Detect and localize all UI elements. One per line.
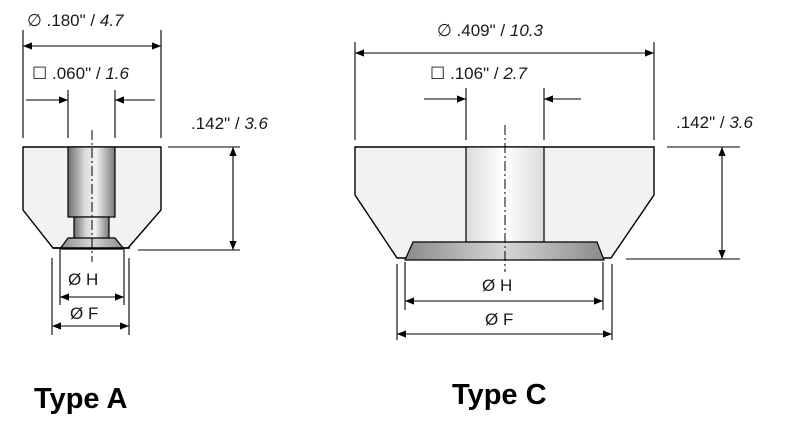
type-c-diameter-label: ∅ .409" / 10.3: [437, 21, 544, 40]
type-a-f-label: Ø F: [70, 304, 98, 323]
type-c-drawing: ∅ .409" / 10.3 ☐ .106" / 2.7 .142" / 3.6…: [354, 21, 754, 411]
type-a-height-label: .142" / 3.6: [191, 114, 269, 133]
type-a-diameter-label: ∅ .180" / 4.7: [27, 11, 124, 30]
type-c-height-label: .142" / 3.6: [676, 113, 754, 132]
type-c-square-label: ☐ .106" / 2.7: [430, 64, 527, 83]
type-a-square-label: ☐ .060" / 1.6: [32, 64, 129, 83]
type-c-title: Type C: [452, 379, 547, 411]
type-c-f-label: Ø F: [485, 310, 513, 329]
type-a-h-label: Ø H: [68, 270, 98, 289]
type-c-h-label: Ø H: [482, 276, 512, 295]
type-c-bore: [465, 146, 545, 243]
type-a-title: Type A: [34, 383, 128, 415]
type-a-drawing: ∅ .180" / 4.7 ☐ .060" / 1.6 .142" / 3.6 …: [22, 11, 269, 415]
